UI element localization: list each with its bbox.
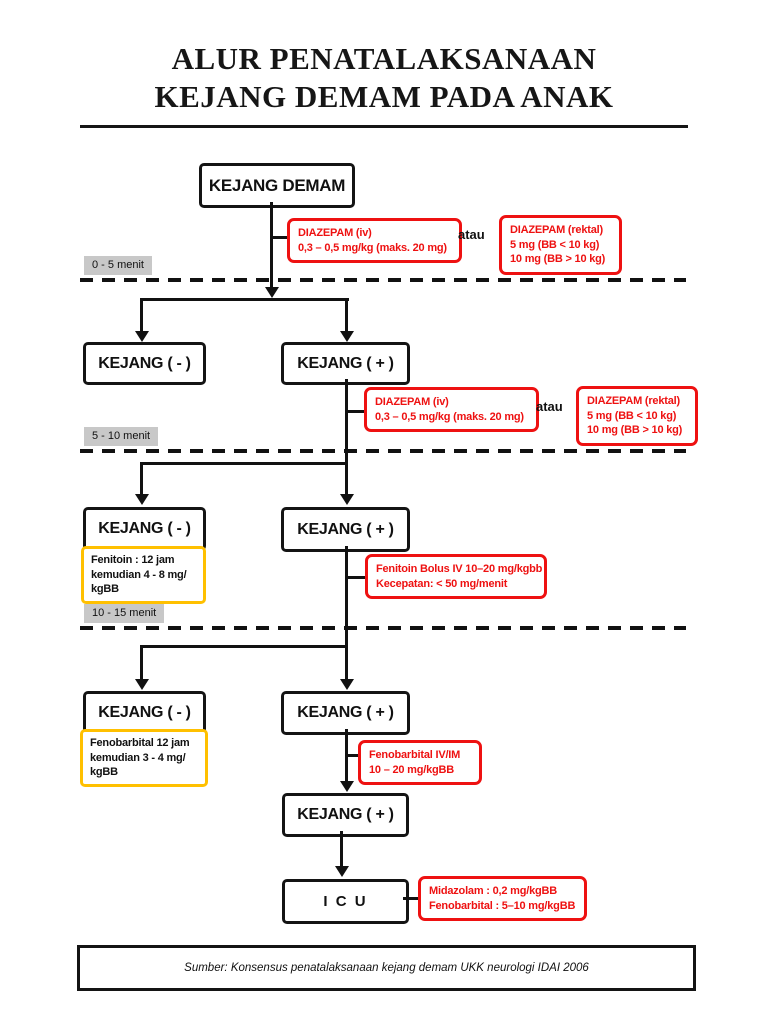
flow-line-stage4 xyxy=(345,729,348,781)
connector-diazepam-1 xyxy=(272,236,288,239)
node-icu: I C U xyxy=(282,879,409,924)
flow-line-start-down xyxy=(270,202,273,290)
divider-dashed-3 xyxy=(80,626,686,630)
node-kejang-demam: KEJANG DEMAM xyxy=(199,163,355,208)
page-title-line2: KEJANG DEMAM PADA ANAK xyxy=(154,79,614,114)
note-fenitoin-bolus: Fenitoin Bolus IV 10–20 mg/kgbb Kecepata… xyxy=(365,554,547,599)
note-line: DIAZEPAM (iv) xyxy=(298,227,372,239)
note-fenobarbital-iv: Fenobarbital IV/IM 10 – 20 mg/kgBB xyxy=(358,740,482,785)
note-line: 10 mg (BB > 10 kg) xyxy=(587,424,683,436)
node-kejang-negative-2: KEJANG ( - ) xyxy=(83,507,206,551)
page-title-line1: ALUR PENATALAKSANAAN xyxy=(171,41,597,76)
branch-left-line-1 xyxy=(140,298,143,331)
note-line: kemudian 4 - 8 mg/ xyxy=(91,568,187,581)
arrowhead-down-icon xyxy=(135,679,149,690)
arrowhead-down-icon xyxy=(335,866,349,877)
note-diazepam-rektal-2: DIAZEPAM (rektal) 5 mg (BB < 10 kg) 10 m… xyxy=(576,386,698,446)
connector-fenobarbital xyxy=(347,754,360,757)
note-line: 10 – 20 mg/kgBB xyxy=(369,763,455,776)
note-line: Fenobarbital 12 jam xyxy=(90,737,190,749)
note-line: DIAZEPAM (rektal) xyxy=(510,224,603,236)
arrowhead-down-icon xyxy=(265,287,279,298)
flow-line-icu xyxy=(340,831,343,867)
arrowhead-down-icon xyxy=(340,781,354,792)
arrowhead-down-icon xyxy=(340,679,354,690)
or-label-1: atau xyxy=(458,227,485,242)
node-kejang-negative-1: KEJANG ( - ) xyxy=(83,342,206,385)
note-icu-drugs: Midazolam : 0,2 mg/kgBB Fenobarbital : 5… xyxy=(418,876,587,921)
connector-fenitoin xyxy=(347,576,365,579)
node-kejang-positive-4: KEJANG ( + ) xyxy=(282,793,409,837)
note-fenobarbital-maintenance: Fenobarbital 12 jam kemudian 3 - 4 mg/ k… xyxy=(80,729,208,787)
arrowhead-down-icon xyxy=(135,494,149,505)
branch-line-2 xyxy=(140,462,348,465)
time-label-stage1: 0 - 5 menit xyxy=(84,256,152,275)
divider-dashed-2 xyxy=(80,449,686,453)
note-diazepam-iv-1: DIAZEPAM (iv) 0,3 – 0,5 mg/kg (maks. 20 … xyxy=(287,218,462,263)
note-line: 0,3 – 0,5 mg/kg (maks. 20 mg) xyxy=(375,410,524,423)
flow-line-stage3 xyxy=(345,546,348,680)
note-line: Fenitoin : 12 jam xyxy=(91,554,175,566)
note-line: kemudian 3 - 4 mg/ xyxy=(90,751,186,764)
arrowhead-down-icon xyxy=(135,331,149,342)
node-kejang-positive-1: KEJANG ( + ) xyxy=(281,342,410,385)
note-line: 5 mg (BB < 10 kg) xyxy=(587,409,677,422)
divider-dashed-1 xyxy=(80,278,686,282)
note-line: Midazolam : 0,2 mg/kgBB xyxy=(429,885,558,897)
arrowhead-down-icon xyxy=(340,494,354,505)
note-line: DIAZEPAM (rektal) xyxy=(587,395,680,407)
branch-left-line-3 xyxy=(140,645,143,679)
note-line: kgBB xyxy=(91,583,119,595)
note-diazepam-iv-2: DIAZEPAM (iv) 0,3 – 0,5 mg/kg (maks. 20 … xyxy=(364,387,539,432)
node-kejang-negative-3: KEJANG ( - ) xyxy=(83,691,206,734)
title-underline xyxy=(80,125,688,128)
note-line: 10 mg (BB > 10 kg) xyxy=(510,253,606,265)
arrowhead-down-icon xyxy=(340,331,354,342)
branch-line-1 xyxy=(140,298,349,301)
note-line: Fenobarbital : 5–10 mg/kgBB xyxy=(429,899,576,912)
note-line: Fenitoin Bolus IV 10–20 mg/kgbb xyxy=(376,563,543,575)
branch-right-line-1 xyxy=(345,298,348,331)
time-label-stage3: 10 - 15 menit xyxy=(84,604,165,623)
source-box: Sumber: Konsensus penatalaksanaan kejang… xyxy=(77,945,696,991)
source-text: Sumber: Konsensus penatalaksanaan kejang… xyxy=(184,962,589,974)
note-diazepam-rektal-1: DIAZEPAM (rektal) 5 mg (BB < 10 kg) 10 m… xyxy=(499,215,622,275)
time-label-stage2: 5 - 10 menit xyxy=(84,427,159,446)
or-label-2: atau xyxy=(536,399,563,414)
branch-left-line-2 xyxy=(140,462,143,494)
note-line: Kecepatan: < 50 mg/menit xyxy=(376,577,508,590)
connector-diazepam-2 xyxy=(347,410,364,413)
node-kejang-positive-3: KEJANG ( + ) xyxy=(281,691,410,735)
flow-line-stage2 xyxy=(345,379,348,495)
note-line: Fenobarbital IV/IM xyxy=(369,749,461,761)
note-line: DIAZEPAM (iv) xyxy=(375,396,449,408)
note-line: 5 mg (BB < 10 kg) xyxy=(510,238,600,251)
note-fenitoin-maintenance: Fenitoin : 12 jam kemudian 4 - 8 mg/ kgB… xyxy=(81,546,206,604)
note-line: kgBB xyxy=(90,766,118,778)
page-title: ALUR PENATALAKSANAAN KEJANG DEMAM PADA A… xyxy=(0,40,768,116)
note-line: 0,3 – 0,5 mg/kg (maks. 20 mg) xyxy=(298,241,447,254)
connector-icu-drugs xyxy=(403,897,418,900)
branch-line-3 xyxy=(140,645,348,648)
